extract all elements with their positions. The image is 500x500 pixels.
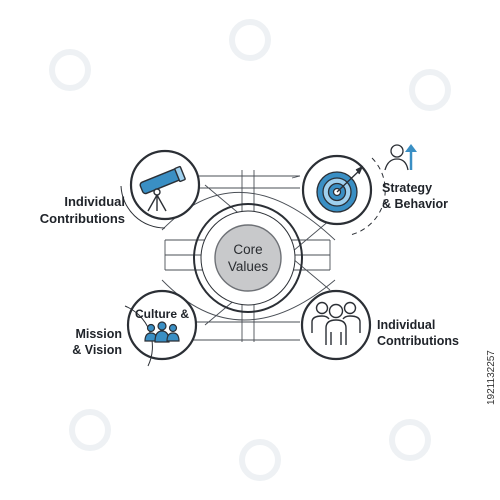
node-top-left-arc: [120, 185, 166, 229]
core-values-center: Core Values: [214, 224, 282, 292]
top-left-label-line2: Contributions: [40, 211, 125, 226]
top-right-label-line2: & Behavior: [382, 197, 448, 211]
bottom-right-label-line2: Contributions: [377, 334, 459, 348]
person-growth-icon: [384, 144, 417, 171]
watermark: [49, 19, 451, 481]
node-bottom-right: [300, 289, 372, 361]
bottom-left-label-line1: Mission: [75, 327, 122, 341]
telescope-icon: [139, 165, 186, 212]
core-label-line1: Core: [233, 242, 262, 257]
group-icon: [144, 321, 180, 343]
bottom-right-label-line1: Individual: [377, 318, 435, 332]
top-right-label-line1: Strategy: [382, 181, 432, 195]
target-icon: [316, 165, 364, 213]
team-icon: [311, 301, 361, 345]
bottom-left-label-line2: & Vision: [72, 343, 122, 357]
node-bottom-left: Culture &: [124, 289, 198, 367]
node-top-right: [301, 154, 386, 236]
stock-id-label: 1921132257: [486, 350, 497, 405]
top-left-label-line1: Individual: [64, 194, 125, 209]
node-top-left: [120, 149, 201, 229]
core-label-line2: Values: [228, 259, 269, 274]
node-top-right-arc: [349, 157, 386, 236]
bottom-left-inner-label: Culture &: [135, 307, 189, 321]
